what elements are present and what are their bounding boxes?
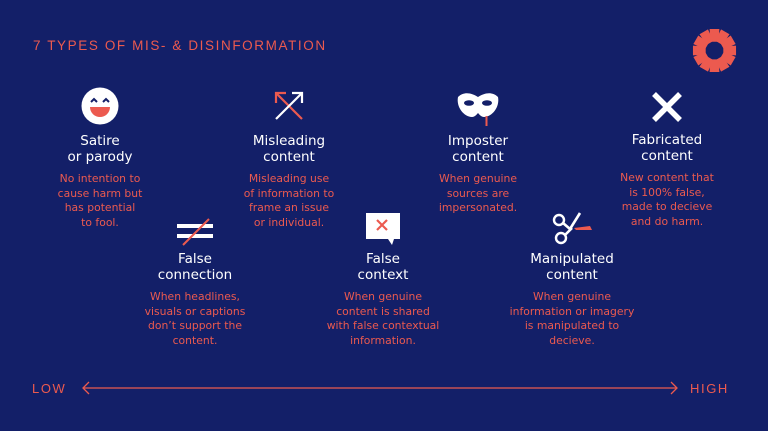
type-name: content [641, 148, 693, 164]
type-desc: to fool. [81, 215, 119, 229]
type-desc: New content that [620, 171, 714, 184]
scale-low-label: LOW [32, 381, 67, 396]
not-equal-icon [177, 218, 213, 246]
type-desc: visuals or captions [144, 304, 246, 318]
type-desc: don’t support the [147, 319, 242, 332]
x-mark-icon [652, 92, 682, 122]
scissors-icon [552, 212, 592, 245]
type-card-imposter-content: Imposter content When genuine sources ar… [403, 89, 553, 216]
mask-icon [457, 93, 499, 126]
type-name: context [357, 267, 409, 283]
type-name: content [263, 149, 315, 165]
type-desc: decieve. [549, 333, 595, 347]
type-name: or parody [67, 149, 133, 165]
type-name: content [452, 149, 504, 165]
type-desc: sources are [446, 186, 510, 200]
type-desc: information. [350, 333, 416, 347]
type-desc: impersonated. [438, 201, 518, 214]
starburst-logo-icon [692, 28, 737, 73]
type-desc: of information to [243, 186, 335, 200]
type-desc: When genuine [438, 172, 518, 185]
crossed-arrows-icon [274, 91, 304, 120]
double-arrow-icon [82, 381, 678, 395]
type-card-fabricated-content: Fabricated content New content that is 1… [592, 90, 742, 229]
type-name: Fabricated [631, 132, 703, 148]
type-card-false-connection: False connection When headlines, visuals… [120, 217, 270, 348]
type-desc: and do harm. [630, 214, 704, 228]
type-desc: with false contextual [326, 319, 440, 332]
type-name: Misleading [252, 133, 326, 149]
type-card-manipulated-content: Manipulated content When genuine informa… [497, 211, 647, 348]
type-desc: frame an issue [248, 201, 330, 214]
type-name: connection [157, 267, 233, 283]
laughing-face-icon [81, 87, 119, 125]
type-name: Imposter [447, 133, 509, 149]
type-desc: cause harm but [57, 186, 143, 200]
page-title: 7 TYPES OF MIS- & DISINFORMATION [33, 38, 327, 53]
scale-high-label: HIGH [690, 381, 729, 396]
type-desc: made to decieve [621, 200, 713, 213]
type-desc: content. [172, 333, 218, 347]
type-desc: When genuine [532, 290, 612, 303]
type-name: Manipulated [530, 251, 614, 267]
type-desc: has potential [64, 201, 136, 214]
type-name: False [366, 251, 400, 267]
type-desc: or individual. [253, 215, 325, 229]
speech-bubble-x-icon [366, 213, 400, 245]
type-desc: is 100% false, [629, 185, 705, 199]
type-card-false-context: False context When genuine content is sh… [308, 211, 458, 348]
type-desc: is manipulated to [524, 319, 620, 332]
type-desc: Misleading use [248, 172, 330, 185]
type-name: content [546, 267, 598, 283]
type-desc: No intention to [59, 172, 141, 185]
type-desc: When headlines, [150, 290, 240, 303]
type-card-satire: Satire or parody No intention to cause h… [25, 87, 175, 230]
type-desc: content is shared [336, 304, 430, 318]
type-desc: information or imagery [509, 304, 635, 318]
type-desc: When genuine [343, 290, 423, 303]
type-card-misleading-content: Misleading content Misleading use of inf… [214, 87, 364, 230]
type-name: Satire [80, 133, 120, 149]
type-name: False [178, 251, 212, 267]
